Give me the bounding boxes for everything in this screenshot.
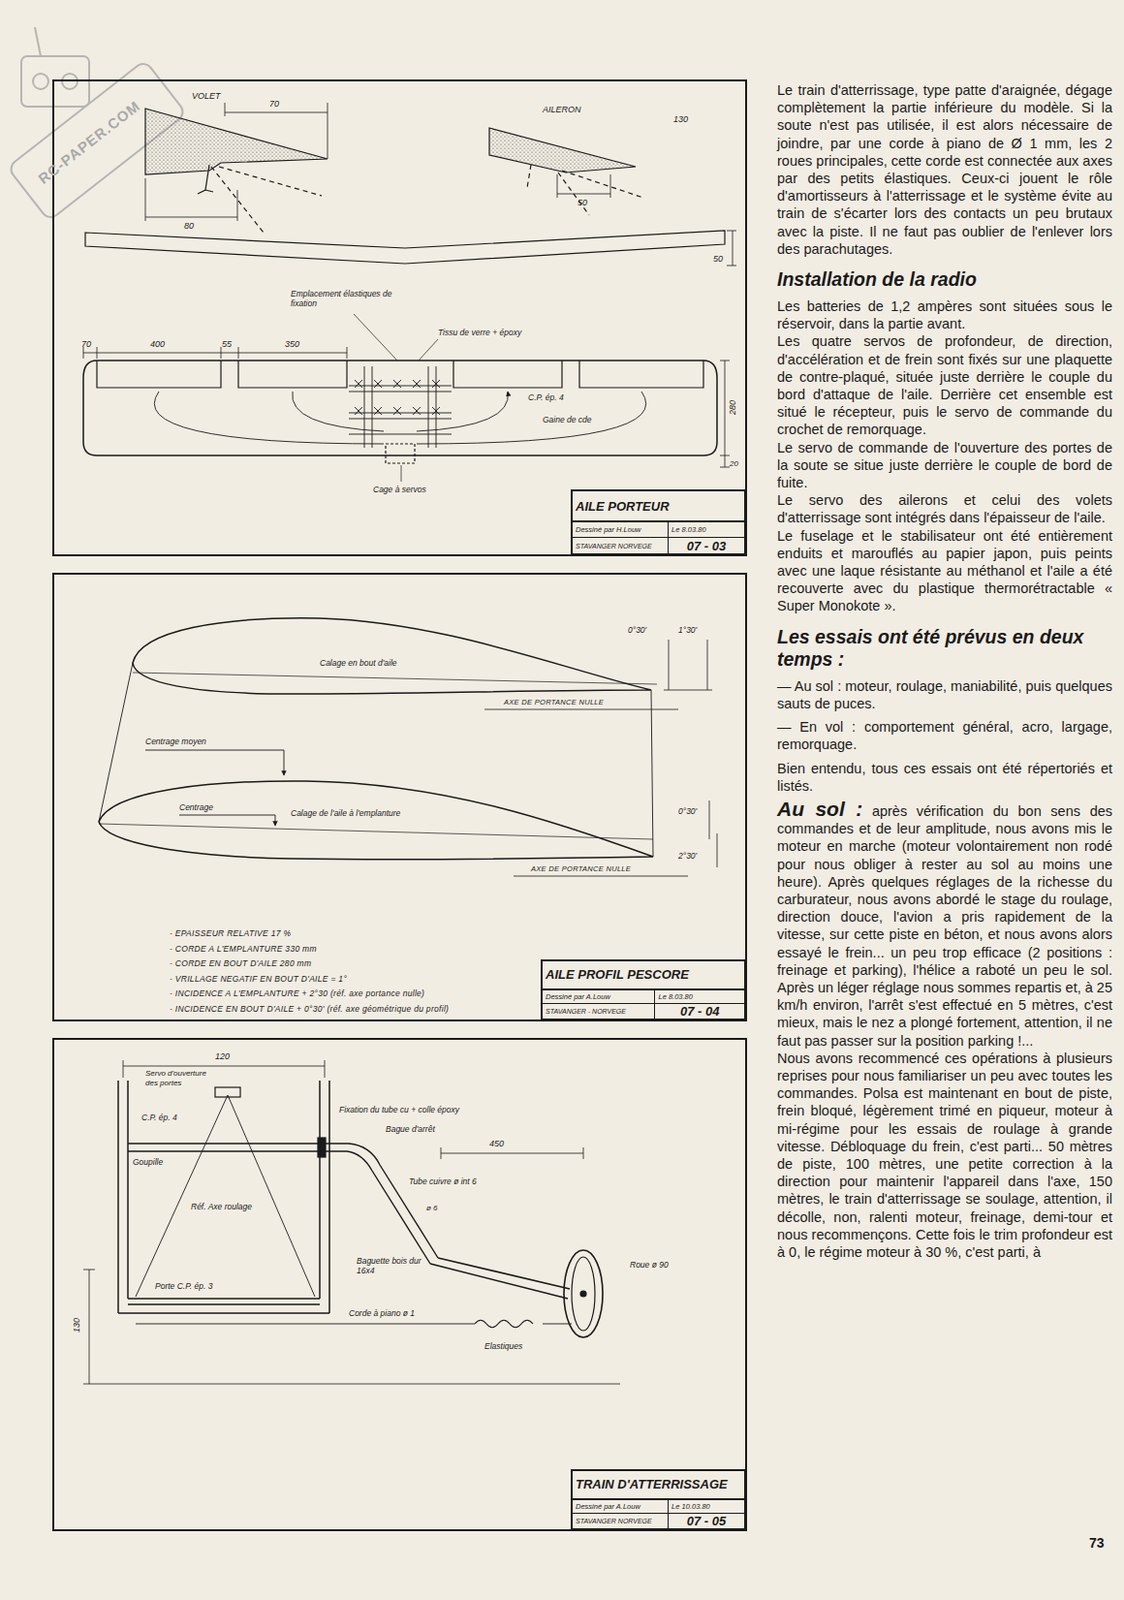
part-label: Baguette bois dur 16x4: [356, 1255, 427, 1276]
dimension-label: 20: [729, 459, 739, 469]
part-label: Calage de l'aile à l'emplanture: [290, 808, 401, 818]
body-text: Le fuselage et le stabilisateur ont été …: [777, 527, 1113, 616]
part-label: Fixation du tube cu + colle époxy: [339, 1104, 460, 1115]
part-label: Servo d'ouverture des portes: [145, 1068, 214, 1088]
text-column: Le train d'atterrissage, type patte d'ar…: [777, 81, 1113, 1261]
axis-label: AXE DE PORTANCE NULLE: [503, 697, 604, 707]
drawing-date: Le 10.03.80: [668, 1499, 745, 1515]
dimension-label: 80: [184, 220, 194, 232]
part-label: C.P. ép. 4: [141, 1112, 178, 1123]
watermark: RC-PAPER.COM: [34, 96, 144, 188]
part-label: Goupille: [132, 1156, 163, 1167]
angle-label: 1°30': [678, 624, 697, 635]
drawing-date: Le 8.03.80: [655, 990, 745, 1005]
view-title: AILERON: [542, 104, 582, 116]
spec-note: - INCIDENCE EN BOUT D'AILE + 0°30' (réf.…: [169, 1003, 449, 1014]
part-label: Centrage: [179, 802, 214, 812]
part-label: Porte C.P. ép. 3: [155, 1280, 213, 1291]
title-block: TRAIN D'ATTERRISSAGEDessiné par A.LouwLe…: [570, 1468, 747, 1530]
part-label: Réf. Axe roulage: [190, 1201, 252, 1212]
drawing-title: AILE PROFIL PESCORE: [542, 961, 745, 991]
dimension-label: 50: [577, 197, 588, 209]
part-label: Emplacement élastiques de fixation: [290, 288, 406, 309]
body-text: Bien entendu, tous ces essais ont été ré…: [777, 759, 1113, 795]
page-annotation: 130: [673, 114, 688, 125]
dimension-label: 130: [71, 1317, 83, 1333]
drawer-name: Dessiné par A.Louw: [572, 1499, 669, 1515]
spec-note: - CORDE A L'EMPLANTURE 330 mm: [169, 943, 317, 954]
dimension-label: 120: [215, 1051, 230, 1062]
run-in-heading: Au sol :: [777, 797, 863, 820]
drawing-place: STAVANGER NORVEGE: [572, 537, 669, 554]
spec-note: - EPAISSEUR RELATIVE 17 %: [169, 928, 291, 938]
body-text: Le train d'atterrissage, type patte d'ar…: [777, 81, 1113, 258]
body-text: Le servo de commande de l'ouverture des …: [777, 438, 1113, 493]
part-label: Centrage moyen: [145, 736, 207, 747]
title-block: AILE PROFIL PESCOREDessiné par A.LouwLe …: [540, 959, 747, 1021]
spec-note: - CORDE EN BOUT D'AILE 280 mm: [169, 958, 312, 968]
drawer-name: Dessiné par H.Louw: [572, 522, 669, 538]
drawing-number: 07 - 04: [655, 1003, 745, 1019]
drawing-number: 07 - 03: [668, 537, 745, 554]
dimension-label: 55: [221, 339, 232, 350]
drawing-title: AILE PORTEUR: [572, 491, 745, 523]
dimension-label: 350: [284, 339, 300, 350]
body-text: Nous avons recommencé ces opérations à p…: [777, 1049, 1113, 1261]
part-label: Roue ø 90: [629, 1259, 669, 1270]
dimension-label: 400: [150, 339, 165, 350]
section-heading: Les essais ont été prévus en deux temps …: [777, 625, 1113, 671]
part-label: Calage en bout d'aile: [319, 657, 398, 668]
drawing-number: 07 - 05: [668, 1513, 745, 1529]
dimension-label: 70: [81, 339, 92, 350]
title-block: AILE PORTEURDessiné par H.LouwLe 8.03.80…: [570, 489, 747, 556]
drawer-name: Dessiné par A.Louw: [542, 990, 656, 1005]
view-title: VOLET: [191, 91, 221, 102]
body-text: Les quatre servos de profondeur, de dire…: [777, 332, 1113, 438]
part-label: Gaine de cde: [542, 414, 593, 425]
body-text: Les batteries de 1,2 ampères sont située…: [777, 297, 1113, 333]
dimension-label: 70: [269, 98, 280, 110]
body-text: après vérification du bon sens des comma…: [777, 803, 1113, 1049]
body-text: Le servo des ailerons et celui des volet…: [777, 491, 1113, 527]
drawing-date: Le 8.03.80: [668, 522, 745, 538]
dimension-label: ø 6: [426, 1203, 438, 1214]
part-label: Tube cuivre ø int 6: [408, 1176, 477, 1187]
section-heading: Installation de la radio: [777, 268, 1113, 291]
spec-note: - VRILLAGE NEGATIF EN BOUT D'AILE = 1°: [169, 973, 347, 984]
page-number: 73: [1089, 1534, 1105, 1552]
body-text: — Au sol : moteur, roulage, maniabilité,…: [777, 677, 1113, 713]
angle-label: 0°30': [678, 806, 697, 816]
part-label: C.P. ép. 4: [528, 392, 564, 403]
drawing-place: STAVANGER NORVEGE: [572, 1513, 669, 1529]
axis-label: AXE DE PORTANCE NULLE: [530, 864, 631, 874]
drawing-place: STAVANGER - NORVEGE: [542, 1003, 656, 1019]
part-label: Bague d'arrêt: [385, 1124, 436, 1134]
body-text: — En vol : comportement général, acro, l…: [777, 718, 1113, 753]
dimension-label: 280: [727, 400, 739, 415]
drawing-title: TRAIN D'ATTERRISSAGE: [572, 1470, 745, 1500]
dimension-label: 50: [713, 253, 723, 265]
part-label: Elastiques: [484, 1341, 523, 1351]
dimension-label: 450: [489, 1138, 504, 1150]
paragraph: Au sol : après vérification du bon sens …: [777, 800, 1113, 1050]
spec-note: - INCIDENCE A L'EMPLANTURE + 2°30 (réf. …: [169, 988, 425, 999]
angle-label: 0°30': [627, 624, 647, 635]
angle-label: 2°30': [678, 850, 697, 861]
part-label: Corde à piano ø 1: [348, 1308, 415, 1318]
part-label: Cage à servos: [373, 484, 427, 495]
part-label: Tissu de verre + époxy: [437, 327, 522, 338]
